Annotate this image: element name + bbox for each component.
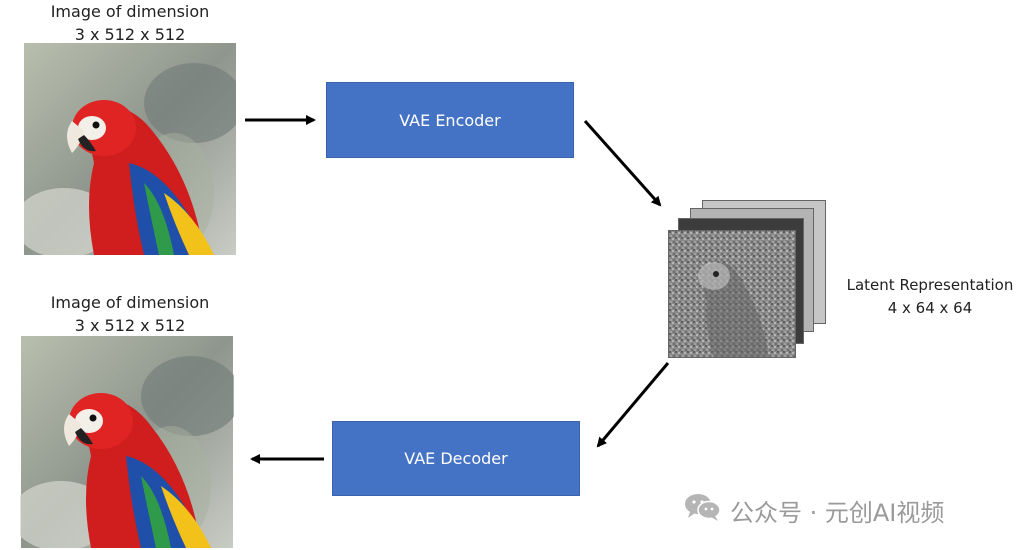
vae-encoder-block: VAE Encoder [326, 82, 574, 158]
vae-encoder-label: VAE Encoder [399, 110, 501, 130]
vae-decoder-label: VAE Decoder [404, 449, 508, 468]
input-caption-line1: Image of dimension [50, 2, 210, 21]
latent-label-line2: 4 x 64 x 64 [887, 299, 973, 317]
latent-label: Latent Representation 4 x 64 x 64 [836, 274, 1024, 320]
wechat-icon [684, 492, 722, 528]
output-parrot-image [20, 336, 234, 548]
watermark: 公众号 · 元创AI视频 [684, 493, 944, 527]
arrow-encoder-to-latent [583, 120, 662, 207]
arrow-latent-to-decoder [596, 362, 670, 448]
input-image-caption: Image of dimension 3 x 512 x 512 [20, 0, 240, 46]
input-parrot-image [24, 43, 236, 255]
vae-decoder-block: VAE Decoder [332, 421, 580, 496]
output-caption-line2: 3 x 512 x 512 [74, 316, 186, 335]
output-caption-line1: Image of dimension [50, 293, 210, 312]
latent-label-line1: Latent Representation [846, 276, 1014, 294]
latent-channel-1 [668, 230, 796, 358]
latent-stack [666, 198, 828, 360]
output-image-caption: Image of dimension 3 x 512 x 512 [20, 291, 240, 337]
watermark-text: 公众号 · 元创AI视频 [730, 498, 945, 527]
input-caption-line2: 3 x 512 x 512 [74, 25, 186, 44]
